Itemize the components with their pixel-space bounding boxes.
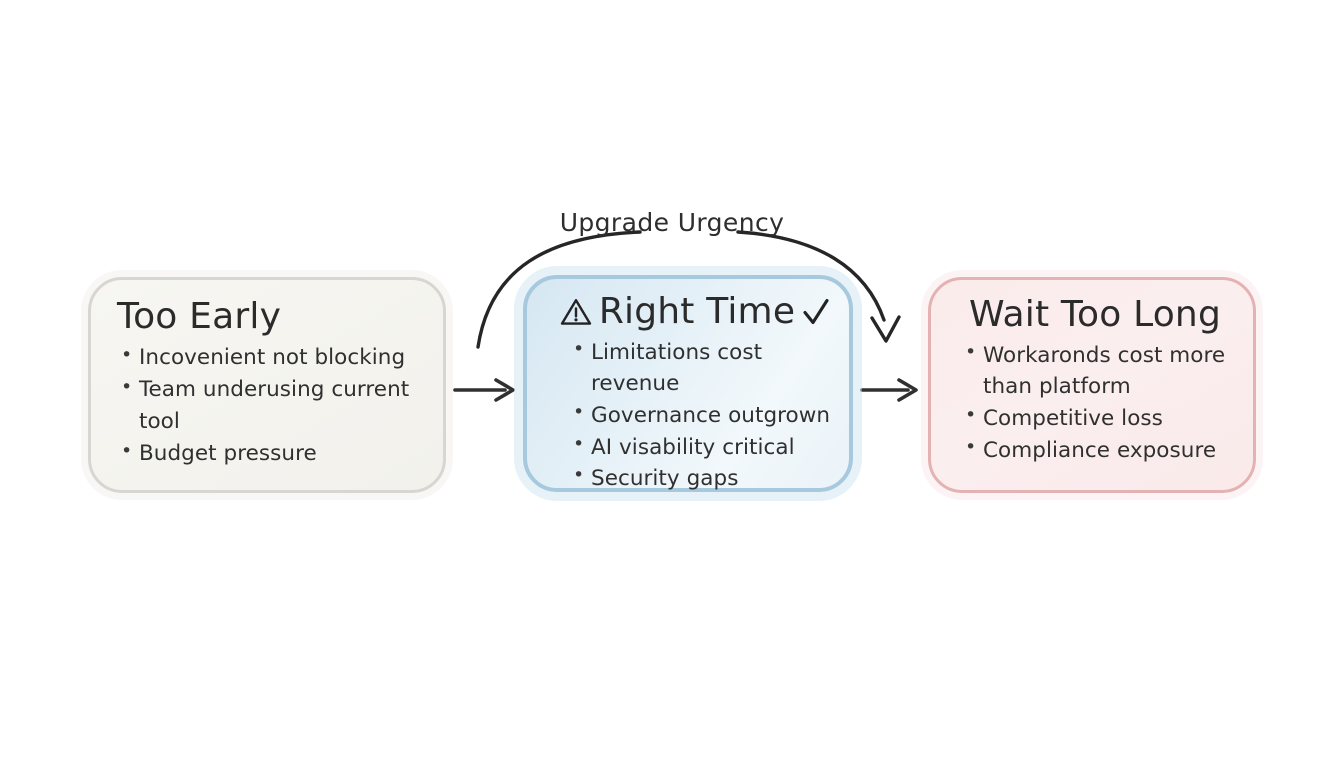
card-wait-too-long[interactable]: Wait Too Long Workaronds cost more than … — [928, 277, 1256, 493]
card-wait-too-long-title: Wait Too Long — [955, 296, 1235, 334]
list-item: Security gaps — [571, 462, 833, 495]
list-item: Budget pressure — [119, 437, 421, 470]
list-item: Limitations cost revenue — [571, 336, 833, 400]
list-item: Competitive loss — [963, 402, 1235, 435]
arc-label-upgrade-urgency: Upgrade Urgency — [559, 208, 785, 237]
card-too-early-title-text: Too Early — [117, 296, 282, 337]
warning-triangle-icon — [559, 296, 593, 328]
card-right-time-body: Right Time Limitations cost revenue Gove… — [527, 279, 849, 491]
list-item: Governance outgrown — [571, 399, 833, 432]
list-item: AI visability critical — [571, 431, 833, 464]
card-wait-too-long-title-text: Wait Too Long — [969, 294, 1221, 335]
list-item: Team underusing current tool — [119, 373, 421, 438]
card-right-time-title: Right Time — [557, 293, 833, 331]
list-item: Workaronds cost more than platform — [963, 339, 1235, 403]
card-too-early-bullets: Incovenient not blocking Team underusing… — [119, 341, 421, 470]
list-item: Compliance exposure — [963, 434, 1235, 467]
arrow-early-to-right-head-icon — [494, 378, 515, 402]
card-too-early-title: Too Early — [117, 298, 421, 336]
arrow-right-to-late-head-icon — [897, 378, 918, 402]
card-wait-too-long-body: Wait Too Long Workaronds cost more than … — [931, 280, 1253, 490]
card-right-time-title-text: Right Time — [598, 291, 796, 332]
card-right-time-bullets: Limitations cost revenue Governance outg… — [571, 336, 833, 495]
card-right-time[interactable]: Right Time Limitations cost revenue Gove… — [523, 275, 853, 492]
list-item: Incovenient not blocking — [119, 341, 421, 374]
arc-arrowhead-icon — [870, 315, 901, 343]
card-too-early[interactable]: Too Early Incovenient not blocking Team … — [88, 277, 446, 493]
card-too-early-body: Too Early Incovenient not blocking Team … — [91, 280, 443, 490]
card-wait-too-long-bullets: Workaronds cost more than platform Compe… — [963, 339, 1235, 467]
checkmark-icon — [801, 296, 831, 328]
